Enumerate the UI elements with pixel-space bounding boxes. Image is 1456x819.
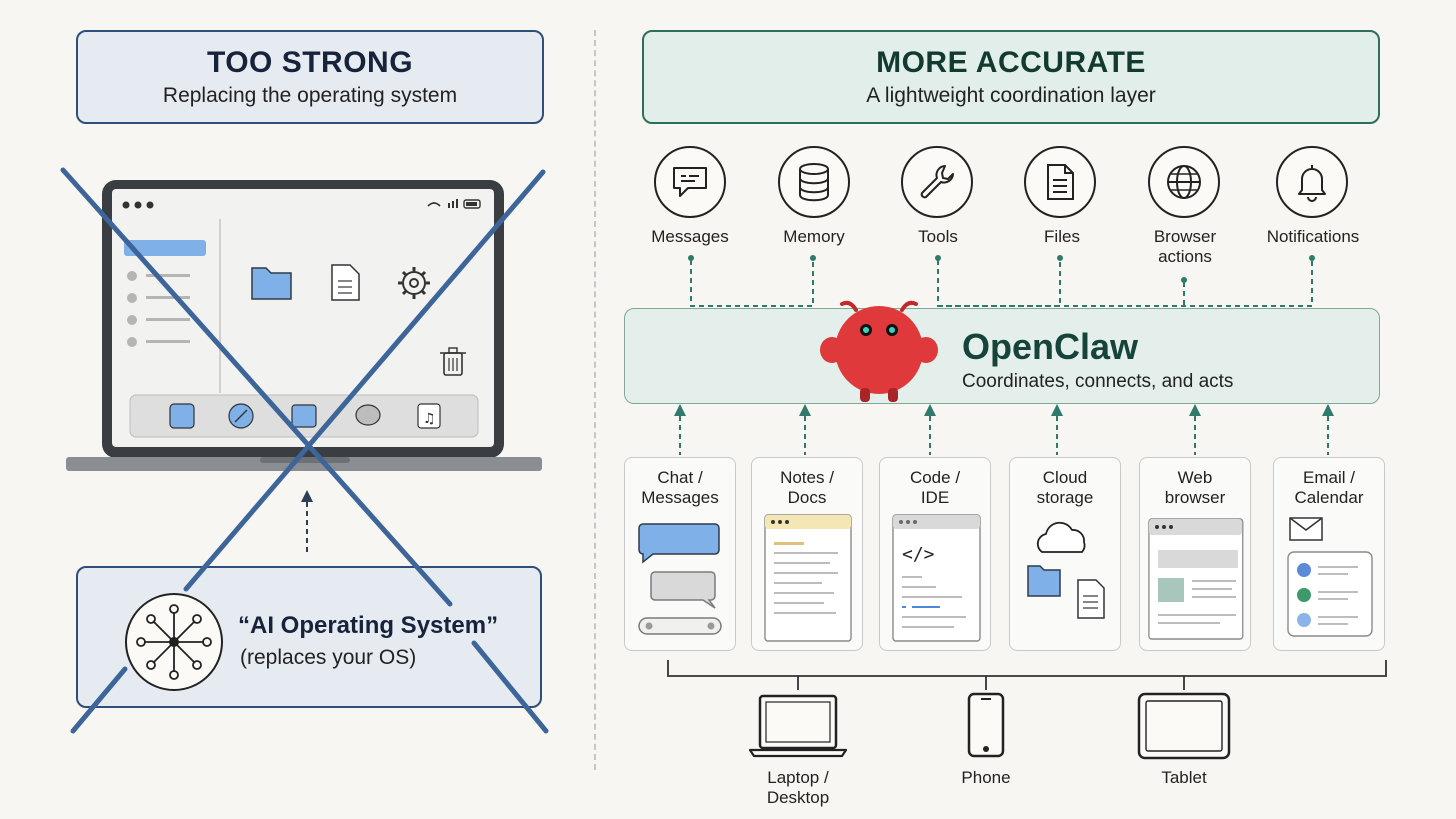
- openclaw-tagline: Coordinates, connects, and acts: [962, 371, 1234, 392]
- source-card-browser: Web browser: [1139, 457, 1251, 651]
- source-card-notes: Notes / Docs: [751, 457, 863, 651]
- source-card-chat: Chat / Messages: [624, 457, 736, 651]
- more-accurate-header: MORE ACCURATE A lightweight coordination…: [642, 30, 1380, 124]
- source-label-notes: Notes / Docs: [780, 468, 834, 507]
- device-label-laptop: Laptop / Desktop: [766, 768, 830, 807]
- network-hub-icon: [125, 593, 223, 691]
- tablet-device-icon: [1137, 692, 1231, 760]
- ai-os-title: “AI Operating System”: [238, 612, 499, 639]
- source-label-chat: Chat / Messages: [641, 468, 719, 507]
- source-label-email: Email / Calendar: [1294, 468, 1364, 507]
- connector-lines: [667, 255, 1387, 690]
- too-strong-subtitle: Replacing the operating system: [162, 84, 458, 107]
- device-label-phone: Phone: [961, 768, 1011, 787]
- capability-label-messages: Messages: [651, 227, 729, 246]
- capability-label-notifications: Notifications: [1266, 227, 1360, 246]
- source-label-cloud: Cloud storage: [1036, 468, 1094, 507]
- source-label-browser: Web browser: [1164, 468, 1226, 507]
- cloud-storage-illustration: [1027, 521, 1105, 619]
- openclaw-mascot: [820, 300, 938, 402]
- too-strong-header: TOO STRONG Replacing the operating syste…: [76, 30, 544, 124]
- web-browser-illustration: [1148, 518, 1244, 640]
- openclaw-title: OpenClaw: [962, 326, 1139, 367]
- too-strong-title: TOO STRONG: [206, 46, 414, 79]
- more-accurate-subtitle: A lightweight coordination layer: [866, 84, 1156, 107]
- source-label-code: Code / IDE: [909, 468, 961, 507]
- phone-device-icon: [967, 692, 1005, 758]
- laptop-device-icon: [748, 694, 848, 758]
- svg-text:♫: ♫: [423, 411, 436, 427]
- source-card-cloud: Cloud storage: [1009, 457, 1121, 651]
- section-divider: [594, 30, 596, 770]
- more-accurate-title: MORE ACCURATE: [876, 46, 1146, 79]
- memory-database-icon: [778, 146, 850, 218]
- messages-icon: [654, 146, 726, 218]
- source-card-code: Code / IDE </>: [879, 457, 991, 651]
- device-label-tablet: Tablet: [1161, 768, 1207, 787]
- openclaw-layer: [624, 308, 1380, 404]
- tools-wrench-icon: [901, 146, 973, 218]
- email-calendar-illustration: [1287, 517, 1373, 637]
- ai-to-laptop-arrow: [301, 490, 313, 554]
- browser-globe-icon: [1148, 146, 1220, 218]
- capability-label-tools: Tools: [918, 227, 958, 246]
- laptop-illustration: ♫: [66, 180, 542, 471]
- capability-label-browser-actions: Browser actions: [1153, 227, 1217, 266]
- code-editor-illustration: </>: [892, 514, 981, 642]
- capability-label-memory: Memory: [783, 227, 845, 246]
- chat-illustration: [638, 523, 722, 635]
- source-card-email: Email / Calendar: [1273, 457, 1385, 651]
- files-document-icon: [1024, 146, 1096, 218]
- svg-text:</>: </>: [902, 544, 935, 565]
- notifications-bell-icon: [1276, 146, 1348, 218]
- capability-label-files: Files: [1044, 227, 1080, 246]
- ai-os-subtitle: (replaces your OS): [240, 646, 417, 669]
- notes-illustration: [764, 514, 852, 642]
